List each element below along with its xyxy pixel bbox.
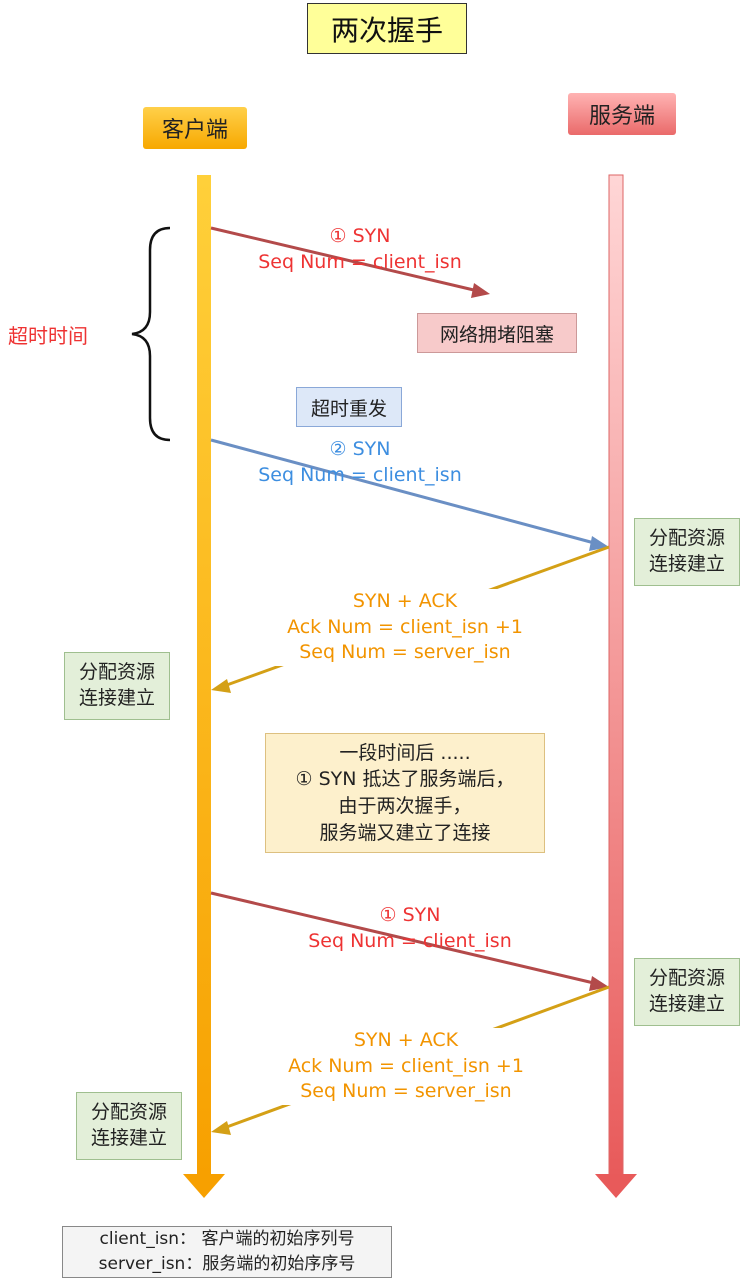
- server-lifeline-arrowhead: [595, 1174, 637, 1198]
- alloc-line2: 连接建立: [78, 687, 155, 709]
- syn-1-arrowhead: [471, 283, 490, 298]
- synack-2-arrowhead: [211, 1121, 231, 1135]
- note-line1: 一段时间后 .....: [339, 741, 471, 764]
- timeout-brace: [131, 226, 171, 442]
- synack-2-line2: Ack Num = client_isn +1: [288, 1054, 524, 1077]
- syn-2-line1: ② SYN: [329, 438, 391, 460]
- client-alloc-box-1: 分配资源 连接建立: [64, 652, 170, 720]
- legend-line1: client_isn： 客户端的初始序列号: [99, 1229, 355, 1250]
- alloc-line1: 分配资源: [648, 967, 725, 990]
- alloc-line2: 连接建立: [648, 553, 725, 575]
- syn-1-arrow: [210, 226, 479, 293]
- legend-box: client_isn： 客户端的初始序列号 server_isn：服务端的初始序…: [62, 1226, 392, 1278]
- client-alloc-box-2: 分配资源 连接建立: [76, 1092, 182, 1160]
- client-label: 客户端: [143, 107, 247, 149]
- note-line2: ① SYN 抵达了服务端后，: [295, 768, 515, 791]
- syn-2-label: ② SYN Seq Num = client_isn: [250, 437, 470, 488]
- synack-1-label: SYN + ACK Ack Num = client_isn +1 Seq Nu…: [275, 589, 535, 666]
- network-block-box: 网络拥堵阻塞: [417, 313, 577, 353]
- client-lifeline: [197, 175, 211, 1180]
- syn-2-line2: Seq Num = client_isn: [258, 463, 462, 486]
- server-label: 服务端: [568, 93, 676, 135]
- diagram-title: 两次握手: [307, 3, 467, 54]
- server-lifeline: [608, 174, 624, 1181]
- retransmit-box: 超时重发: [296, 387, 402, 427]
- note-line4: 服务端又建立了连接: [319, 821, 491, 844]
- alloc-line2: 连接建立: [90, 1127, 167, 1149]
- synack-2-label: SYN + ACK Ack Num = client_isn +1 Seq Nu…: [276, 1028, 536, 1105]
- note-line3: 由于两次握手，: [338, 795, 472, 817]
- syn-1-line2: Seq Num = client_isn: [258, 250, 462, 273]
- alloc-line2: 连接建立: [648, 993, 725, 1015]
- server-alloc-box-1: 分配资源 连接建立: [634, 518, 740, 586]
- client-lifeline-arrowhead: [183, 1174, 225, 1198]
- legend-line2: server_isn：服务端的初始序序号: [98, 1254, 356, 1274]
- synack-1-line1: SYN + ACK: [352, 590, 458, 612]
- explanation-note: 一段时间后 ..... ① SYN 抵达了服务端后， 由于两次握手， 服务端又建…: [265, 733, 545, 853]
- synack-2-line3: Seq Num = server_isn: [300, 1080, 512, 1103]
- alloc-line1: 分配资源: [78, 661, 155, 684]
- synack-1-line2: Ack Num = client_isn +1: [287, 615, 523, 638]
- syn-3-line2: Seq Num = client_isn: [308, 929, 512, 952]
- synack-2-line1: SYN + ACK: [353, 1029, 459, 1051]
- synack-1-arrowhead: [211, 679, 231, 693]
- alloc-line1: 分配资源: [90, 1101, 167, 1124]
- syn-3-line1: ① SYN: [379, 904, 441, 926]
- timeout-label: 超时时间: [8, 324, 88, 348]
- syn-3-arrow: [210, 891, 599, 986]
- syn-1-label: ① SYN Seq Num = client_isn: [250, 224, 470, 275]
- server-alloc-box-2: 分配资源 连接建立: [634, 958, 740, 1026]
- synack-1-line3: Seq Num = server_isn: [299, 641, 511, 664]
- alloc-line1: 分配资源: [648, 527, 725, 550]
- syn-3-label: ① SYN Seq Num = client_isn: [300, 903, 520, 954]
- syn-1-line1: ① SYN: [329, 225, 391, 247]
- syn-2-arrow: [210, 438, 599, 546]
